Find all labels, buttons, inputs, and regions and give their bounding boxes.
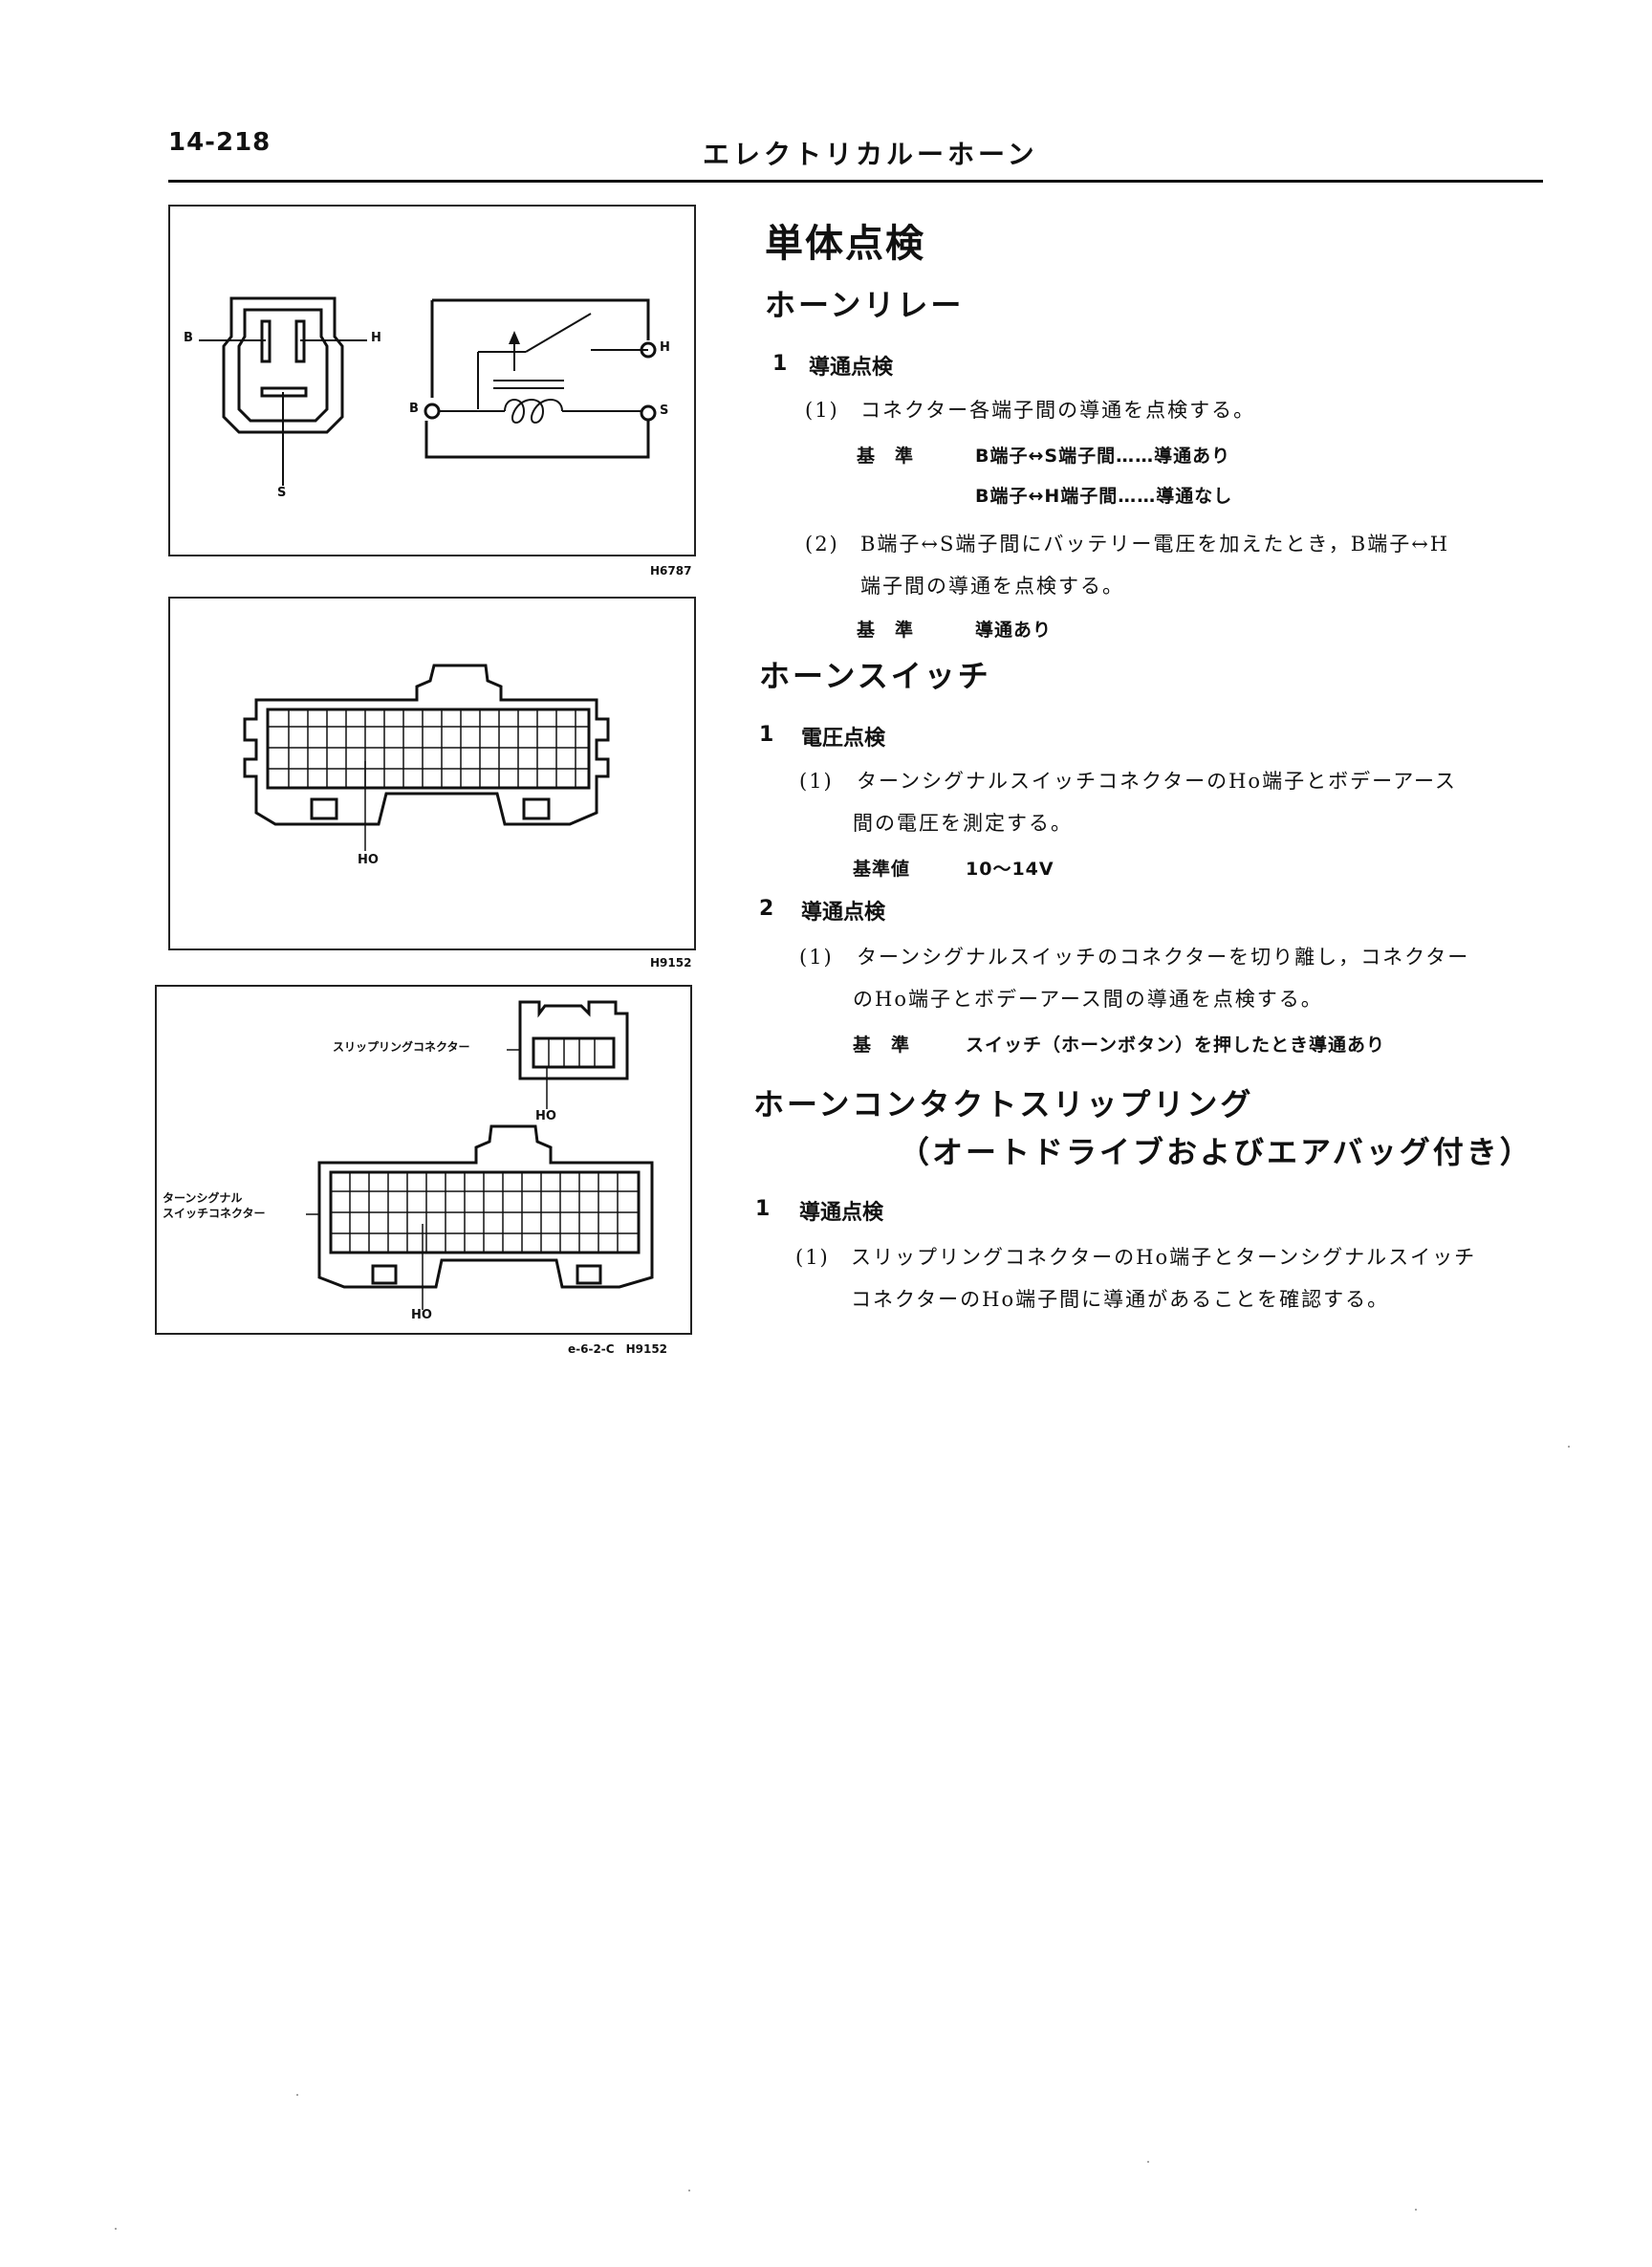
- relay-step1-title: 導通点検: [809, 356, 894, 380]
- switch-standard-value-2: スイッチ（ホーンボタン）を押したとき導通あり: [966, 1035, 1386, 1056]
- relay-step1-number: 1: [772, 352, 788, 376]
- switch-standard-label: 基準値: [853, 859, 911, 880]
- relay-standard-3: 導通あり: [975, 620, 1053, 641]
- scan-speck: [688, 2190, 690, 2191]
- relay-section-title: ホーンリレー: [765, 287, 965, 323]
- figure-slipring: スリップリングコネクター HO ターンシグナル スイッチコネクター HO: [155, 985, 692, 1335]
- horn-relay-diagram: [199, 296, 657, 486]
- scan-speck: [115, 2228, 117, 2230]
- slipring-diagram: [306, 1000, 654, 1310]
- page-number: 14-218: [168, 128, 272, 157]
- slipring-item1-line2: コネクターのHo端子間に導通があることを確認する。: [851, 1288, 1390, 1311]
- switch-item1-number: (1): [799, 770, 834, 793]
- relay-label-s-bottom: S: [277, 486, 287, 500]
- turn-signal-label-line2: スイッチコネクター: [163, 1207, 266, 1220]
- relay-label-b-right: B: [409, 402, 419, 416]
- switch-step2-number: 2: [759, 897, 774, 921]
- switch-item2-line1: ターンシグナルスイッチのコネクターを切り離し，コネクター: [857, 946, 1470, 969]
- switch-connector-diagram: [243, 664, 610, 851]
- relay-label-h-left: H: [371, 331, 381, 345]
- header-title: エレクトリカルーホーン: [703, 139, 1038, 170]
- switch-section-title: ホーンスイッチ: [759, 658, 991, 694]
- scan-speck: [1147, 2161, 1149, 2163]
- relay-label-h-right: H: [660, 340, 670, 355]
- figure-switch-connector: HO: [168, 597, 696, 950]
- turn-signal-label-line1: ターンシグナル: [163, 1191, 243, 1205]
- slipring-label-ho-top: HO: [535, 1109, 556, 1123]
- switch-item2-line2: のHo端子とボデーアース間の導通を点検する。: [853, 988, 1323, 1011]
- figure-code-switch: H9152: [650, 956, 692, 970]
- slipring-item1-line1: スリップリングコネクターのHo端子とターンシグナルスイッチ: [851, 1246, 1477, 1269]
- header-rule: [168, 180, 1543, 183]
- switch-item1-line2: 間の電圧を測定する。: [853, 812, 1073, 835]
- switch-standard-label-2: 基 準: [853, 1035, 911, 1056]
- scan-speck: [1415, 2209, 1417, 2211]
- relay-standard-label-2: 基 準: [857, 620, 915, 641]
- slipring-step1-number: 1: [755, 1197, 771, 1221]
- figure-code-slipring: e-6-2-C H9152: [568, 1342, 668, 1356]
- slipring-connector-label: スリップリングコネクター: [333, 1040, 470, 1054]
- relay-standard-2: B端子↔H端子間……導通なし: [975, 486, 1233, 507]
- relay-label-s-right: S: [660, 403, 669, 418]
- relay-item2-number: (2): [805, 533, 839, 556]
- switch-item2-number: (1): [799, 946, 834, 969]
- switch-step1-number: 1: [759, 723, 774, 747]
- slipring-step1-title: 導通点検: [799, 1201, 884, 1225]
- figure-horn-relay: B H S H B S: [168, 205, 696, 556]
- main-title: 単体点検: [765, 222, 925, 266]
- switch-item1-line1: ターンシグナルスイッチコネクターのHo端子とボデーアース: [857, 770, 1457, 793]
- scan-speck: [296, 2094, 298, 2096]
- switch-standard-value: 10〜14V: [966, 859, 1054, 880]
- figure-code-relay: H6787: [650, 564, 692, 578]
- slipring-section-title-line2: （オートドライブおよびエアバッグ付き）: [899, 1134, 1533, 1170]
- scan-speck: [1568, 1446, 1570, 1448]
- relay-item2-line1: B端子↔S端子間にバッテリー電圧を加えたとき，B端子↔H: [860, 533, 1450, 556]
- slipring-item1-number: (1): [795, 1246, 830, 1269]
- relay-standard-1: B端子↔S端子間……導通あり: [975, 446, 1231, 467]
- slipring-section-title-line1: ホーンコンタクトスリップリング: [753, 1086, 1254, 1123]
- switch-connector-label-ho: HO: [358, 853, 379, 867]
- relay-item1-text: コネクター各端子間の導通を点検する。: [860, 399, 1256, 422]
- relay-standard-label: 基 準: [857, 446, 915, 467]
- relay-item2-line2: 端子間の導通を点検する。: [860, 575, 1124, 598]
- slipring-label-ho-bottom: HO: [411, 1308, 432, 1322]
- switch-step2-title: 導通点検: [801, 901, 886, 925]
- relay-label-b-left: B: [184, 331, 193, 345]
- switch-step1-title: 電圧点検: [801, 727, 886, 751]
- relay-item1-number: (1): [805, 399, 839, 422]
